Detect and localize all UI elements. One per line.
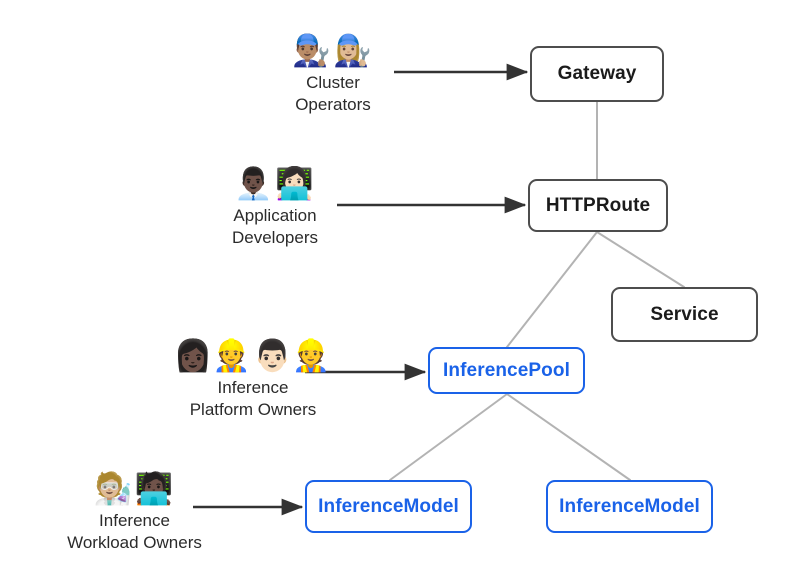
- node-label: Gateway: [557, 63, 637, 84]
- node-gateway: Gateway: [530, 46, 664, 102]
- woman-construction-worker-icon: 👩🏿‍👷👨🏻‍👷: [173, 338, 333, 374]
- node-label: Service: [650, 303, 719, 325]
- actor-label-line1: Cluster: [306, 73, 360, 92]
- man-office-worker-icon: 👨🏿‍💼👩🏻‍💻: [234, 166, 316, 202]
- node-label: InferenceModel: [559, 495, 700, 517]
- wire-pool-to-model-right: [506, 393, 631, 481]
- actor-label-line2: Workload Owners: [67, 533, 202, 552]
- actor-label-line2: Operators: [295, 95, 371, 114]
- node-service: Service: [611, 287, 758, 342]
- node-label: InferenceModel: [318, 495, 459, 517]
- node-pool: InferencePool: [428, 347, 585, 394]
- node-label: HTTPRoute: [545, 194, 651, 216]
- man-mechanic-icon: 👨🏽‍🔧👩🏼‍🔧: [292, 33, 374, 69]
- node-httproute: HTTPRoute: [528, 179, 668, 232]
- scientist-icon: 🧑🏼‍🔬🧑🏿‍💻: [93, 471, 176, 507]
- node-label: InferencePool: [443, 359, 570, 381]
- actor-label-line2: Platform Owners: [189, 400, 317, 419]
- node-model-left: InferenceModel: [305, 480, 472, 533]
- actor-label-line1: Inference: [99, 511, 170, 530]
- wire-pool-to-model-left: [389, 393, 508, 481]
- wire-httproute-to-service: [596, 231, 685, 288]
- actor-label-line2: Developers: [232, 228, 318, 247]
- actor-label-line1: Application: [233, 206, 317, 225]
- actor-label-line1: Inference: [217, 378, 289, 397]
- wire-httproute-to-pool: [506, 231, 598, 348]
- node-model-right: InferenceModel: [546, 480, 713, 533]
